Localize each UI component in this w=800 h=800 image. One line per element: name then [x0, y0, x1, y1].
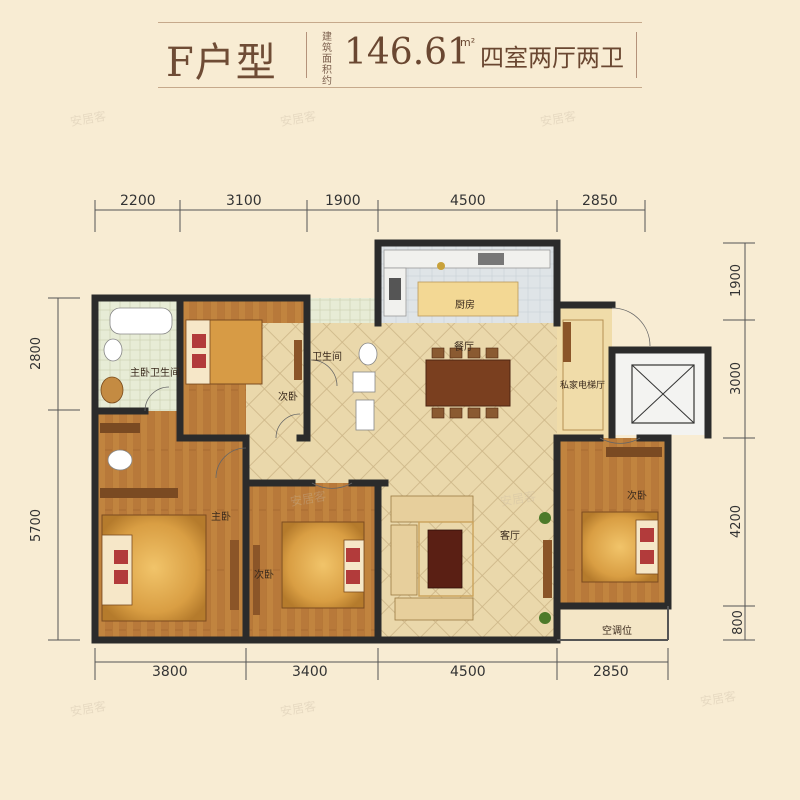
room-label-ac-space: 空调位 — [602, 626, 632, 637]
layout-description: 四室两厅两卫 — [480, 44, 624, 72]
room-label-dining: 餐厅 — [454, 342, 474, 353]
plan-name: F户型 — [166, 40, 277, 86]
room-label-kitchen: 厨房 — [455, 300, 475, 311]
area-unit: m² — [460, 36, 476, 49]
room-label-private-elevator: 私家电梯厅 — [560, 381, 606, 391]
dim-bottom-1: 3800 — [152, 664, 188, 680]
dim-bottom-3: 4500 — [450, 664, 486, 680]
title-top-rule — [158, 22, 642, 23]
title-block: F户型 建筑面积约 146.61 m² 四室两厅两卫 — [158, 22, 642, 88]
room-label-bedroom-tl: 次卧 — [278, 392, 298, 403]
dim-top-4: 4500 — [450, 193, 486, 209]
room-label-bathroom: 卫生间 — [312, 352, 342, 363]
room-label-living: 客厅 — [500, 531, 520, 542]
dim-top-5: 2850 — [582, 193, 618, 209]
title-separator-left — [306, 32, 307, 78]
dim-bottom-2: 3400 — [292, 664, 328, 680]
ac-floor — [557, 606, 668, 640]
room-label-bedroom-bottom: 次卧 — [254, 570, 274, 581]
room-label-bedroom-right: 次卧 — [627, 491, 647, 502]
title-bottom-rule — [158, 87, 642, 88]
dim-top-3: 1900 — [325, 193, 361, 209]
dim-top-1: 2200 — [120, 193, 156, 209]
dim-top-2: 3100 — [226, 193, 262, 209]
area-value: 146.61 — [344, 32, 470, 73]
room-label-master-bath: 主卧卫生间 — [130, 368, 180, 379]
dim-bottom-4: 2850 — [593, 664, 629, 680]
title-separator-right — [636, 32, 637, 78]
room-label-master-bedroom: 主卧 — [211, 512, 231, 523]
area-label-vertical: 建筑面积约 — [322, 32, 332, 87]
